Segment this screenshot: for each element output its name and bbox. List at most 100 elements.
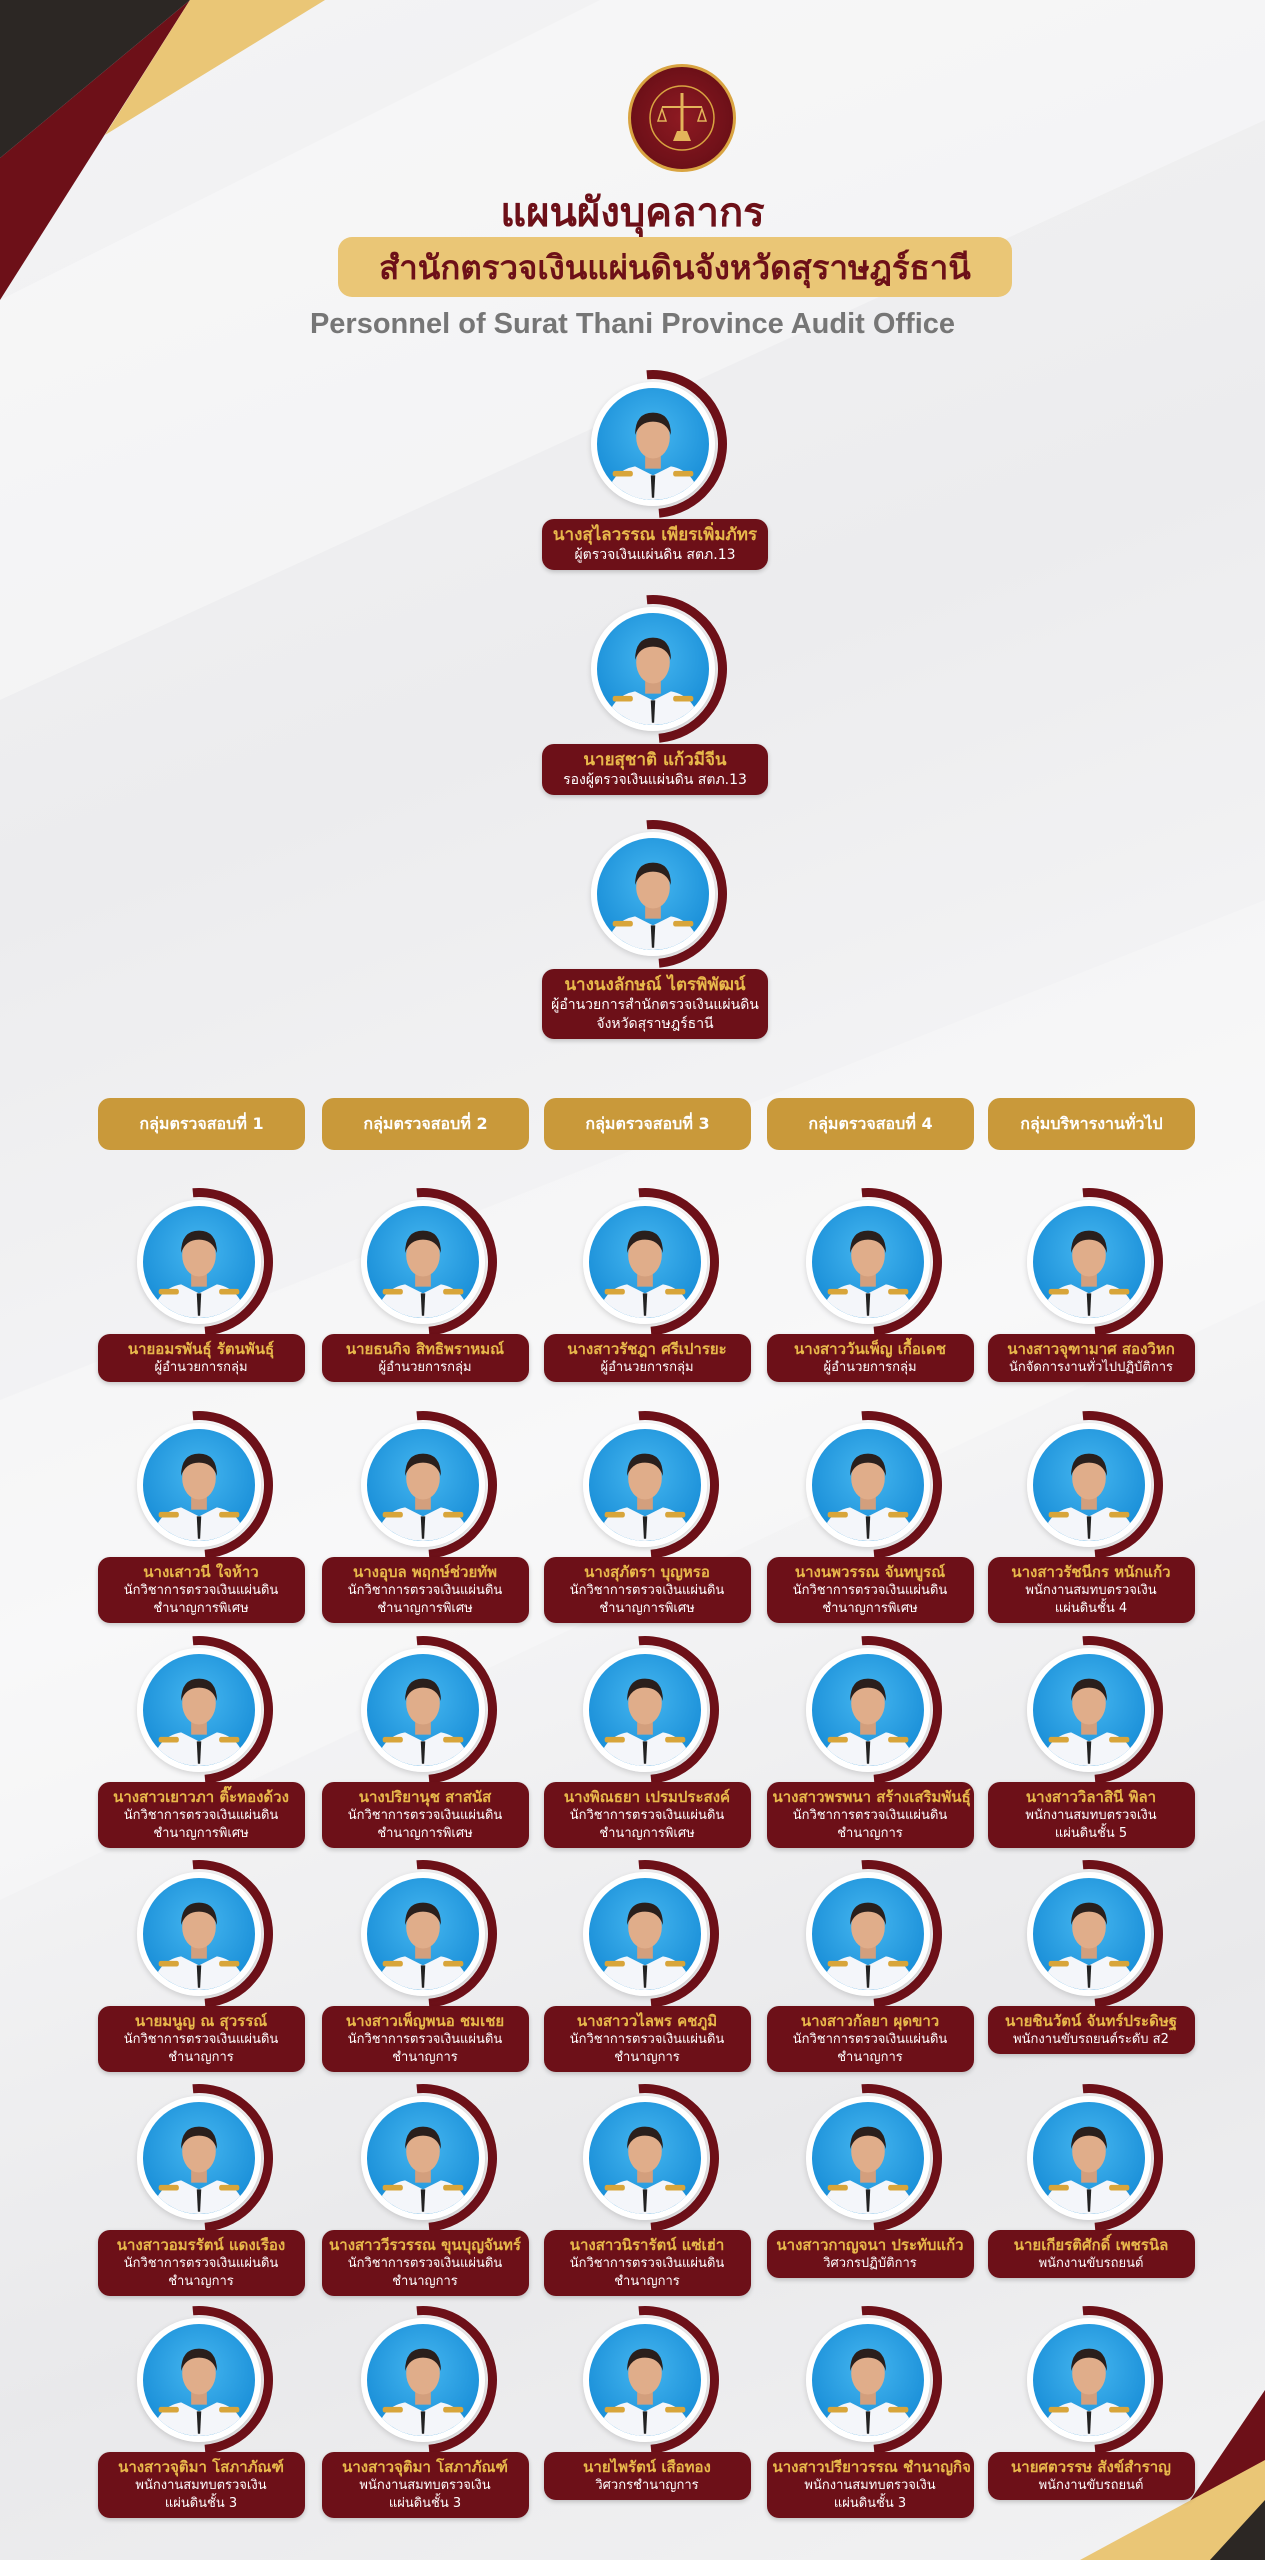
person-name: นางอุบล พฤกษ์ช่วยทัพ: [352, 1563, 498, 1581]
person-name: นายชินวัตน์ จันทร์ประดิษฐ: [1004, 2012, 1178, 2030]
person-name: นายมนูญ ณ สุวรรณ์: [134, 2012, 268, 2030]
person-name: นางสาววไลพร คชภูมิ: [576, 2012, 718, 2030]
scales-icon: [649, 85, 715, 151]
portrait-photo: [583, 1648, 707, 1772]
person-position: ผู้อำนวยการกลุ่ม: [823, 1360, 917, 1375]
person-name: นางสาวจุฑามาศ สองวิหก: [1007, 1340, 1175, 1358]
person-name: นางเสาวนี ใจห้าว: [143, 1563, 259, 1581]
name-card: นายมนูญ ณ สุวรรณ์นักวิชาการตรวจเงินแผ่นด…: [97, 2006, 305, 2072]
portrait-photo: [137, 1872, 261, 1996]
person-portrait-icon: [597, 2348, 693, 2436]
portrait-photo: [806, 1872, 930, 1996]
person-position: ชำนาญการพิเศษ: [153, 1826, 249, 1841]
portrait-photo: [137, 1423, 261, 1547]
person-portrait-icon: [151, 2348, 247, 2436]
person-name: นางสาวเพ็ญพนอ ชมเชย: [345, 2012, 505, 2030]
person-position: พนักงานขับรถยนต์ระดับ ส2: [1013, 2032, 1169, 2047]
staff-photo: [94, 1157, 304, 1367]
person-portrait-icon: [1041, 2126, 1137, 2214]
staff-photo: [318, 1380, 528, 1590]
name-card: นายไพรัตน์ เสือทองวิศวกรชำนาญการ: [543, 2452, 751, 2500]
staff-photo: [94, 1380, 304, 1590]
portrait-photo: [806, 1648, 930, 1772]
name-card: นายศตวรรษ สังข์สำราญพนักงานขับรถยนต์: [987, 2452, 1195, 2500]
person-position: ชำนาญการ: [614, 2274, 680, 2289]
staff-photo: [763, 1829, 973, 2039]
person-name: นางสาวกาญจนา ประทับแก้ว: [776, 2236, 964, 2254]
staff-photo: [984, 1605, 1194, 1815]
name-card: นางสาวรัชฎา ศรีเปารยะผู้อำนวยการกลุ่ม: [543, 1334, 751, 1382]
person-position: วิศวกรปฏิบัติการ: [823, 2256, 917, 2271]
person-name: นางพิณธยา เปรมประสงค์: [563, 1788, 731, 1806]
portrait-photo: [1027, 1200, 1151, 1324]
portrait-photo: [583, 1423, 707, 1547]
portrait-photo: [1027, 2096, 1151, 2220]
person-position: นักวิชาการตรวจเงินแผ่นดิน: [569, 2256, 725, 2271]
person-position: นักวิชาการตรวจเงินแผ่นดิน: [347, 2256, 503, 2271]
executive-photo: [548, 564, 758, 774]
person-portrait-icon: [597, 1230, 693, 1318]
person-position: นักวิชาการตรวจเงินแผ่นดิน: [569, 2032, 725, 2047]
person-position: ผู้อำนวยการกลุ่ม: [154, 1360, 248, 1375]
person-portrait-icon: [597, 1453, 693, 1541]
name-card: นางสาวกาญจนา ประทับแก้ววิศวกรปฏิบัติการ: [766, 2230, 974, 2278]
name-card: นางสาวจุฑามาศ สองวิหกนักจัดการงานทั่วไปป…: [987, 1334, 1195, 1382]
person-position: ผู้อำนวยการกลุ่ม: [378, 1360, 472, 1375]
portrait-photo: [591, 382, 715, 506]
person-position: พนักงานสมทบตรวจเงิน: [804, 2478, 936, 2493]
person-name: นางนพวรรณ จันทบูรณ์: [794, 1563, 946, 1581]
person-position: แผ่นดินชั้น 3: [164, 2496, 238, 2511]
staff-photo: [540, 2053, 750, 2263]
group-header: กลุ่มบริหารงานทั่วไป: [988, 1098, 1195, 1150]
name-card: นางอุบล พฤกษ์ช่วยทัพนักวิชาการตรวจเงินแผ…: [321, 1557, 529, 1623]
staff-photo: [984, 2275, 1194, 2485]
person-portrait-icon: [820, 1453, 916, 1541]
staff-photo: [763, 2053, 973, 2263]
executive-photo: [548, 789, 758, 999]
office-seal-logo: [628, 64, 736, 172]
name-card: นางสาวอมรรัตน์ แดงเรืองนักวิชาการตรวจเงิ…: [97, 2230, 305, 2296]
person-position: แผ่นดินชั้น 4: [1054, 1601, 1128, 1616]
person-portrait-icon: [820, 1902, 916, 1990]
corner-maroon-shape: [0, 0, 190, 300]
person-position: พนักงานสมทบตรวจเงิน: [1025, 1808, 1157, 1823]
name-card: นางสาวปรียาวรรณ ชำนาญกิจพนักงานสมทบตรวจเ…: [766, 2452, 974, 2518]
name-card: นางสุไลวรรณ เพียรเพิ่มภัทรผู้ตรวจเงินแผ่…: [542, 519, 768, 570]
staff-photo: [540, 1157, 750, 1367]
person-position: ชำนาญการพิเศษ: [153, 1601, 249, 1616]
person-portrait-icon: [1041, 2348, 1137, 2436]
person-position: นักวิชาการตรวจเงินแผ่นดิน: [792, 1583, 948, 1598]
person-position: พนักงานสมทบตรวจเงิน: [359, 2478, 491, 2493]
page-title: แผนผังบุคลากร: [500, 190, 765, 236]
name-card: นางสาววันเพ็ญ เกื้อเดชผู้อำนวยการกลุ่ม: [766, 1334, 974, 1382]
name-card: นางสาววไลพร คชภูมินักวิชาการตรวจเงินแผ่น…: [543, 2006, 751, 2072]
person-portrait-icon: [1041, 1678, 1137, 1766]
portrait-photo: [137, 2318, 261, 2442]
office-name-banner: สำนักตรวจเงินแผ่นดินจังหวัดสุราษฎร์ธานี: [338, 237, 1012, 297]
person-position: พนักงานขับรถยนต์: [1038, 2256, 1144, 2271]
person-position: ชำนาญการ: [837, 2050, 903, 2065]
person-position: ชำนาญการ: [614, 2050, 680, 2065]
staff-photo: [540, 1829, 750, 2039]
portrait-photo: [1027, 2318, 1151, 2442]
staff-photo: [94, 2053, 304, 2263]
person-name: นายศตวรรษ สังข์สำราญ: [1011, 2458, 1171, 2476]
person-portrait-icon: [1041, 1230, 1137, 1318]
staff-photo: [984, 1829, 1194, 2039]
staff-photo: [540, 1380, 750, 1590]
staff-photo: [540, 1605, 750, 1815]
staff-photo: [318, 1605, 528, 1815]
name-card: นางสาววีรวรรณ ขุนบุญจันทร์นักวิชาการตรวจ…: [321, 2230, 529, 2296]
portrait-photo: [806, 2096, 930, 2220]
person-name: นางปริยานุช สาสนัส: [358, 1788, 492, 1806]
person-portrait-icon: [1041, 1453, 1137, 1541]
person-name: นางสาวรัชนีกร หนักแก้ว: [1011, 1563, 1171, 1581]
name-card: นางสาวพรพนา สร้างเสริมพันธุ์นักวิชาการตร…: [766, 1782, 974, 1848]
person-portrait-icon: [151, 1678, 247, 1766]
person-name: นางสาวจุติมา โสภาภัณฑ์: [342, 2458, 508, 2476]
staff-photo: [984, 1380, 1194, 1590]
name-card: นางสาวกัลยา ผุดขาวนักวิชาการตรวจเงินแผ่น…: [766, 2006, 974, 2072]
person-position: นักจัดการงานทั่วไปปฏิบัติการ: [1009, 1360, 1173, 1375]
name-card: นางสาวรัชนีกร หนักแก้วพนักงานสมทบตรวจเงิ…: [987, 1557, 1195, 1623]
person-position: นักวิชาการตรวจเงินแผ่นดิน: [123, 2032, 279, 2047]
